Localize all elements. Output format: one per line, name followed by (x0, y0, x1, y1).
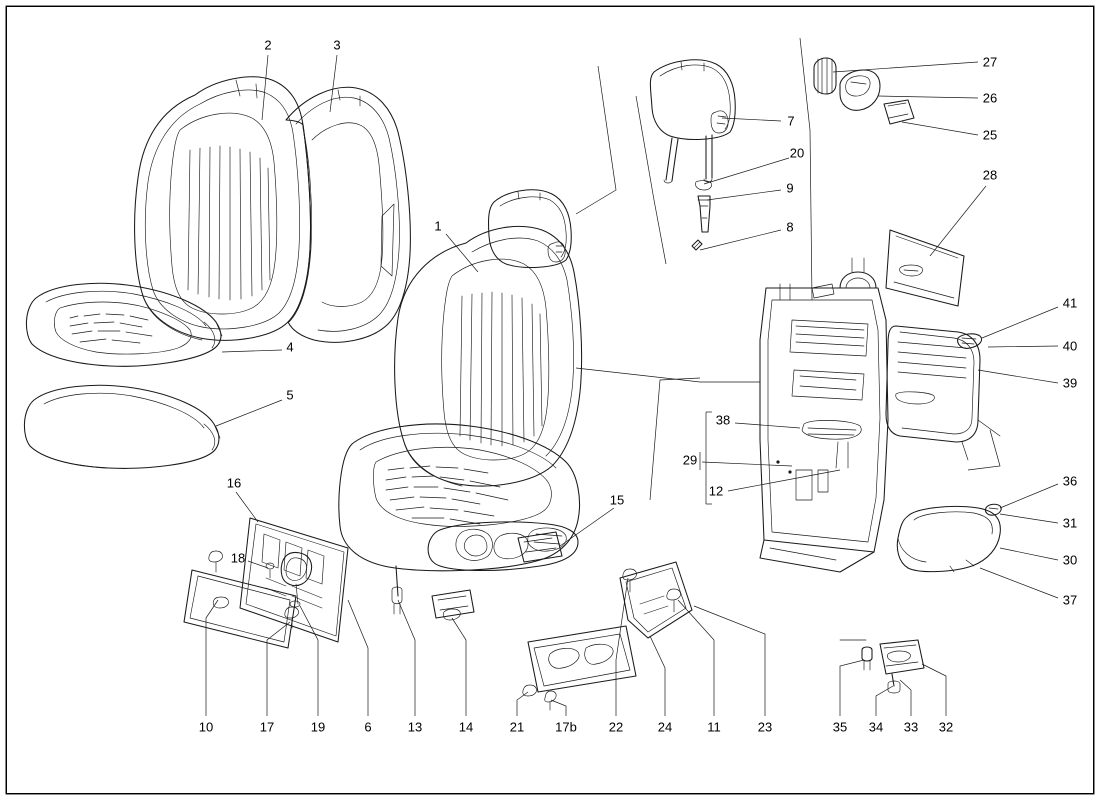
callout-7: 7 (787, 113, 795, 129)
clip-15-group (517, 531, 563, 563)
callout-32: 32 (938, 719, 954, 735)
callout-22: 22 (608, 719, 624, 735)
callout-21: 21 (509, 719, 525, 735)
callout-19: 19 (310, 719, 326, 735)
callout-27: 27 (982, 54, 998, 70)
headrest-group (649, 59, 736, 184)
callout-10: 10 (198, 719, 214, 735)
seat-back-left-group (134, 76, 312, 341)
callout-39: 39 (1062, 375, 1078, 391)
callout-5: 5 (286, 387, 294, 403)
callout-11: 11 (707, 719, 721, 735)
small-trim-panel-group (522, 625, 637, 711)
callout-24: 24 (657, 719, 673, 735)
callout-15: 15 (609, 492, 625, 508)
seat-cushion-second-group (23, 384, 221, 469)
callout-17: 17 (259, 719, 275, 735)
callout-3: 3 (333, 37, 341, 53)
seat-switch-group (839, 639, 925, 694)
callout-29: 29 (682, 452, 698, 468)
callout-9: 9 (786, 180, 794, 196)
callout-8: 8 (786, 219, 794, 235)
leader-lines (205, 37, 1059, 716)
main-seat-group (338, 189, 583, 615)
rear-seat-panel-group (619, 561, 693, 639)
callout-4: 4 (286, 339, 294, 355)
callout-18: 18 (230, 550, 246, 566)
callout-30: 30 (1062, 552, 1078, 568)
headrest-trim-parts (813, 57, 915, 125)
callout-35: 35 (832, 719, 848, 735)
callout-16: 16 (226, 475, 242, 491)
callout-28: 28 (982, 167, 998, 183)
seat-frame-group (759, 257, 889, 573)
callout-23: 23 (757, 719, 773, 735)
callout-38: 38 (715, 412, 731, 428)
callout-17-second: 17b (555, 719, 577, 735)
callout-36: 36 (1062, 473, 1078, 489)
seat-back-second-group (285, 86, 411, 343)
callout-41: 41 (1062, 295, 1078, 311)
rear-panel-28 (885, 229, 965, 307)
backrest-pad-group (885, 325, 1001, 461)
callout-2: 2 (264, 37, 272, 53)
callout-31: 31 (1062, 515, 1078, 531)
lower-brackets-group (431, 589, 475, 621)
callout-34: 34 (868, 719, 884, 735)
seat-cushion-left-group (25, 282, 223, 367)
callout-37: 37 (1062, 592, 1078, 608)
callout-33: 33 (903, 719, 919, 735)
callout-13: 13 (407, 719, 423, 735)
callout-12: 12 (708, 483, 724, 499)
callout-25: 25 (982, 127, 998, 143)
callout-1: 1 (434, 218, 442, 234)
callout-26: 26 (982, 90, 998, 106)
callout-6: 6 (364, 719, 372, 735)
callout-14: 14 (458, 719, 474, 735)
seat-side-panel-group (183, 517, 349, 649)
headrest-guide-parts (691, 180, 712, 251)
callout-20: 20 (789, 145, 805, 161)
armrest-group (896, 503, 1002, 573)
callout-40: 40 (1062, 338, 1078, 354)
